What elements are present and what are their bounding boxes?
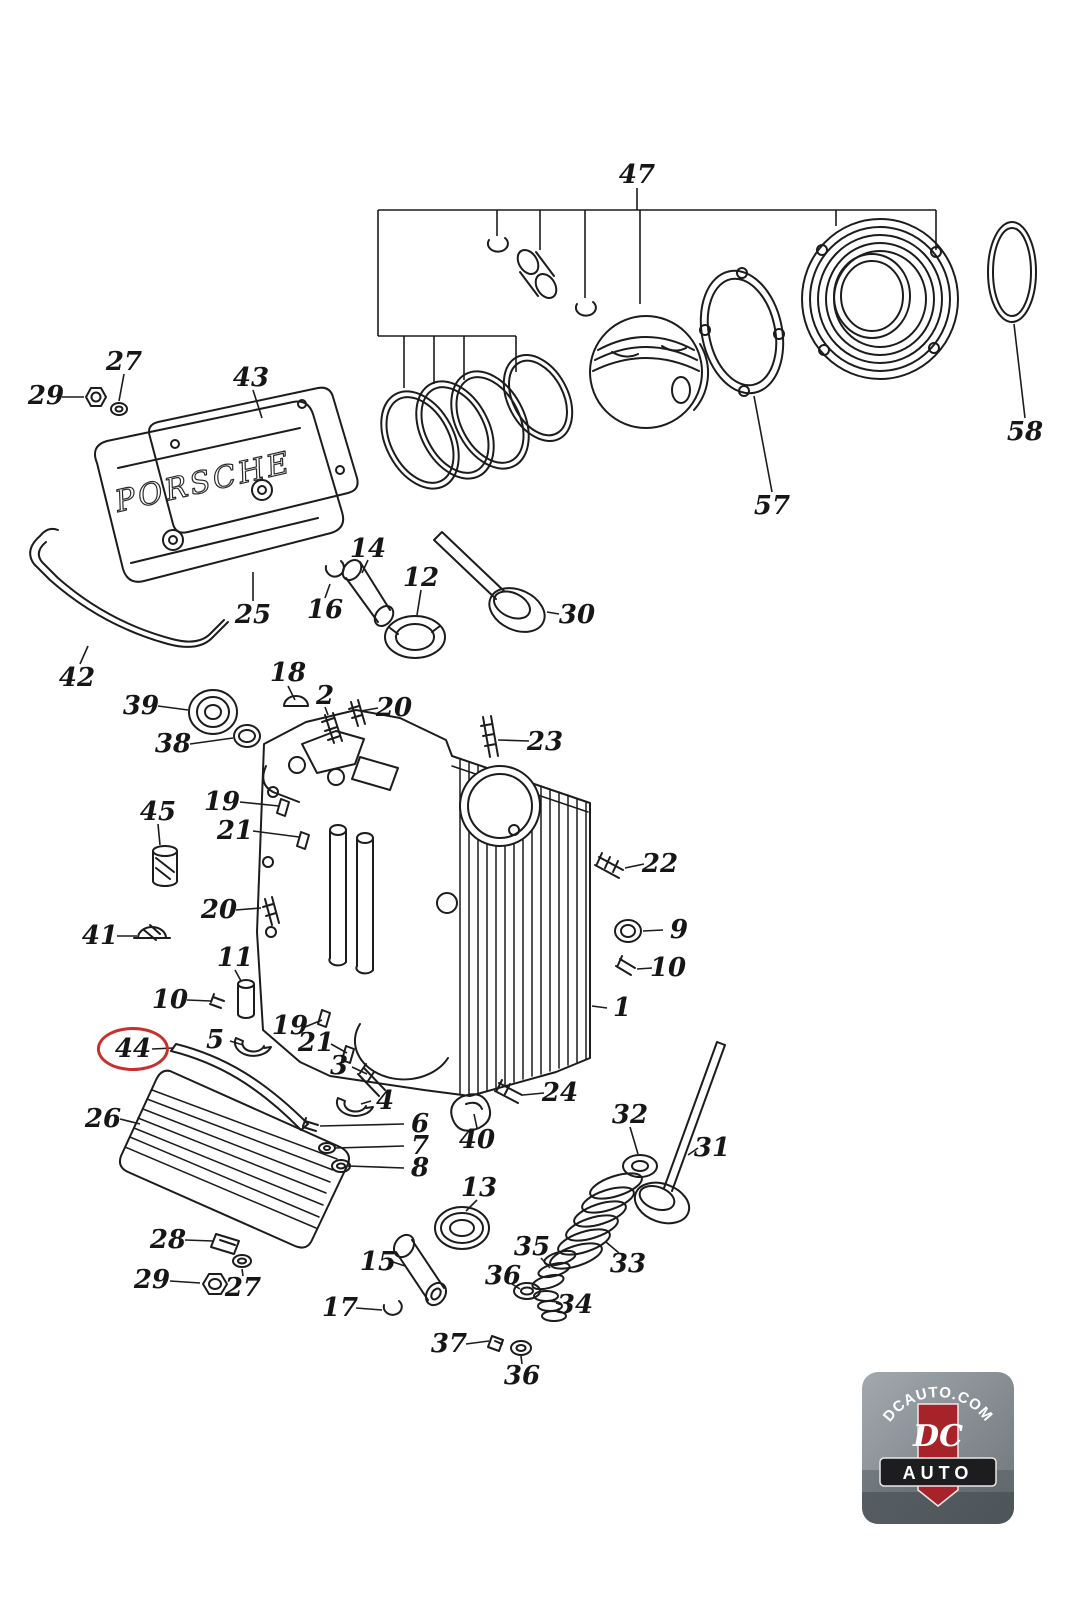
part-label-32[interactable]: 32	[611, 1100, 649, 1130]
part-label-26[interactable]: 26	[84, 1104, 122, 1134]
part-label-20[interactable]: 20	[375, 693, 413, 723]
part-label-34[interactable]: 34	[556, 1290, 594, 1320]
part-label-4[interactable]: 4	[375, 1086, 395, 1116]
part-label-10[interactable]: 10	[649, 953, 687, 983]
leader-lines	[62, 188, 1026, 1365]
part-label-30[interactable]: 30	[558, 600, 596, 630]
part-label-36[interactable]: 36	[503, 1361, 541, 1391]
part-label-23[interactable]: 23	[526, 727, 564, 757]
part-label-8[interactable]: 8	[410, 1153, 430, 1183]
part-label-45[interactable]: 45	[139, 797, 177, 827]
part-label-28[interactable]: 28	[149, 1225, 187, 1255]
part-label-25[interactable]: 25	[234, 600, 272, 630]
watermark-logo: DCAUTO.COM DC AUTO	[862, 1372, 1014, 1524]
part-label-47[interactable]: 47	[618, 160, 656, 190]
part-label-19[interactable]: 19	[203, 787, 241, 817]
part-label-2[interactable]: 2	[315, 681, 335, 711]
part-label-10[interactable]: 10	[151, 985, 189, 1015]
part-label-22[interactable]: 22	[641, 849, 679, 879]
part-label-1[interactable]: 1	[612, 993, 632, 1023]
part-label-42[interactable]: 42	[58, 663, 96, 693]
logo-brand-text: AUTO	[903, 1463, 974, 1483]
cylinder-barrel-group	[801, 218, 1037, 380]
part-label-12[interactable]: 12	[402, 563, 440, 593]
cylinder-head-group	[209, 699, 642, 1132]
part-label-38[interactable]: 38	[154, 729, 192, 759]
part-label-7[interactable]: 7	[410, 1131, 430, 1161]
part-label-21[interactable]: 21	[216, 816, 254, 846]
exhaust-valvetrain-group	[382, 1041, 726, 1356]
part-label-19[interactable]: 19	[271, 1011, 309, 1041]
cylinder-gasket	[699, 267, 785, 397]
intake-valve-group	[324, 531, 546, 659]
part-label-27[interactable]: 27	[224, 1273, 262, 1303]
part-label-6[interactable]: 6	[410, 1109, 430, 1139]
logo-monogram: DC	[912, 1419, 963, 1454]
part-label-17[interactable]: 17	[321, 1293, 359, 1323]
part-label-5[interactable]: 5	[205, 1025, 225, 1055]
part-label-9[interactable]: 9	[669, 915, 689, 945]
part-label-43[interactable]: 43	[232, 363, 270, 393]
part-label-44-highlighted[interactable]: 44	[96, 1027, 170, 1071]
part-label-27[interactable]: 27	[105, 347, 143, 377]
part-label-41[interactable]: 41	[81, 921, 119, 951]
part-label-29[interactable]: 29	[133, 1265, 171, 1295]
part-label-39[interactable]: 39	[122, 691, 160, 721]
caps-plugs-group	[133, 689, 309, 941]
part-label-20[interactable]: 20	[200, 895, 238, 925]
part-label-37[interactable]: 37	[430, 1329, 468, 1359]
part-label-35[interactable]: 35	[513, 1232, 551, 1262]
part-label-3[interactable]: 3	[329, 1051, 349, 1081]
logo-band	[879, 1457, 997, 1487]
part-label-16[interactable]: 16	[306, 595, 344, 625]
part-label-18[interactable]: 18	[269, 658, 307, 688]
piston-set-group	[380, 237, 710, 490]
part-label-14[interactable]: 14	[349, 534, 387, 564]
part-label-36[interactable]: 36	[484, 1261, 522, 1291]
part-label-57[interactable]: 57	[753, 491, 791, 521]
part-label-11[interactable]: 11	[216, 943, 254, 973]
part-label-21[interactable]: 21	[297, 1028, 335, 1058]
part-label-15[interactable]: 15	[359, 1247, 397, 1277]
part-label-29[interactable]: 29	[27, 381, 65, 411]
part-label-13[interactable]: 13	[460, 1173, 498, 1203]
part-label-33[interactable]: 33	[609, 1249, 647, 1279]
part-label-40[interactable]: 40	[458, 1125, 496, 1155]
lower-cover-group	[118, 1043, 351, 1295]
part-label-24[interactable]: 24	[541, 1078, 579, 1108]
part-label-58[interactable]: 58	[1006, 417, 1044, 447]
part-label-31[interactable]: 31	[693, 1133, 731, 1163]
